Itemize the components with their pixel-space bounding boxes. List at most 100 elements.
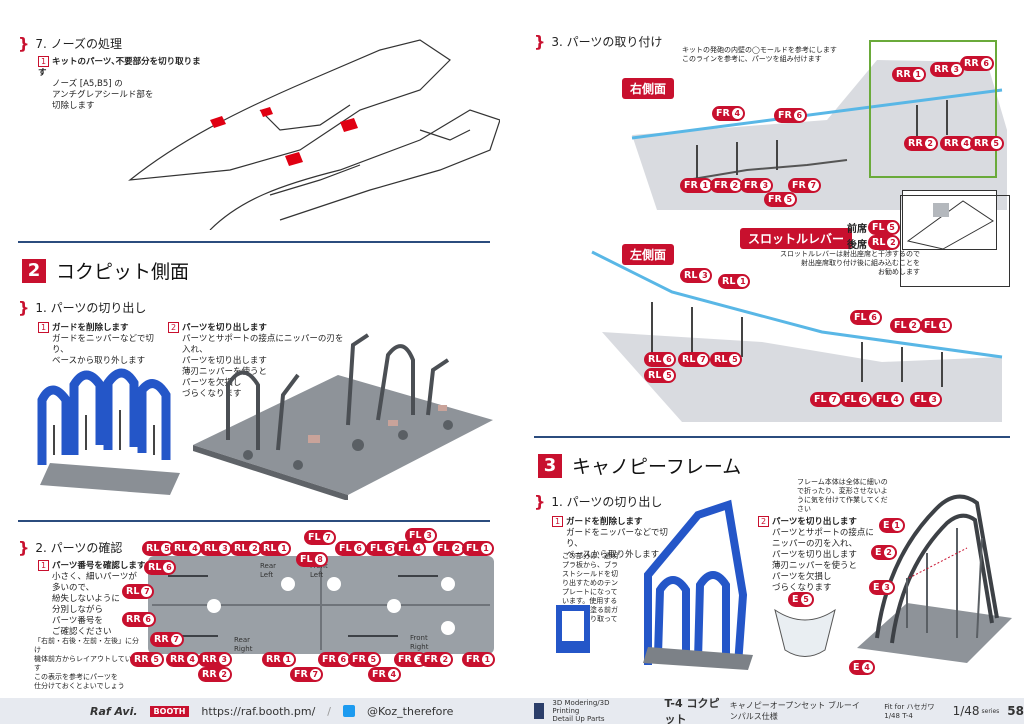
part-tag-prefix: FR [744,180,758,191]
part-tag-prefix: RR [908,138,923,149]
note-lead: ガードを削除します [566,517,643,527]
highlight-box [869,40,997,178]
section2-number: 2 [22,258,46,283]
note-lead: パーツ番号を確認します [52,561,146,571]
step3-heading: } 3. パーツの取り付け [534,32,662,51]
part-tag-prefix: FR [352,654,366,665]
part-tag-prefix: RL [684,270,698,281]
part-tag-number: 4 [960,138,972,149]
part-tag-number: 2 [887,237,899,248]
part-tag-prefix: FR [778,110,792,121]
part-tag-prefix: FL [466,543,479,554]
note-lead: パーツを切り出します [182,323,267,333]
parts-print-image [193,333,493,500]
part-tag-prefix: FR [716,108,730,119]
note-body: パーツとサポートの接点に [772,528,874,538]
section-divider [534,436,1010,438]
section2-title: コクピット側面 [56,261,190,283]
part-tag-prefix: RR [126,614,141,625]
part-tag-number: 2 [451,543,463,554]
part-tag-number: 4 [861,662,873,673]
throttle-label: スロットルレバー [740,228,853,249]
part-tag-prefix: RR [944,138,959,149]
part-tag-prefix: FL [876,394,889,405]
part-tag-number: 2 [729,180,741,191]
note-number: 2 [758,516,769,527]
maker-text: 3D Modering/3D Printing Detail Up Parts [552,699,616,723]
twitter-handle[interactable]: @Koz_therefore [367,704,454,718]
part-tag-number: 5 [886,222,898,233]
part-tag-number: 5 [367,654,379,665]
part-tag-prefix: RL [146,543,160,554]
note-body: ガードをニッパーなどで切り、 [52,334,154,355]
part-tag-prefix: E [853,662,860,673]
part-tag-prefix: FR [372,669,386,680]
note-body: ベースから取り外します [566,550,660,560]
part-tag-number: 5 [161,543,173,554]
label-rear-left: Rear Left [260,562,277,579]
part-tag-number: 2 [218,669,230,680]
part-tag-prefix: RL [648,370,662,381]
part-tag-number: 5 [150,654,162,665]
label-rear-right: Rear Right [234,636,253,653]
part-tag-prefix: RR [934,64,949,75]
part-tag-number: 6 [337,654,349,665]
part-tag-number: 6 [163,562,175,573]
note-body: ご確認ください [52,627,112,637]
part-tag-number: 5 [663,370,675,381]
part-tag-number: 5 [384,543,396,554]
part-tag-number: 6 [793,110,805,121]
throttle-note: スロットルレバーは射出座席と干渉するので 射出座席取り付け後に組み込むことを お… [760,250,920,277]
install-hint: キットの発砲の内壁の◯モールドを参考にします このラインを参考に、パーツを組み付… [682,46,852,64]
note-body: づらくなります [182,389,242,399]
note-small: 機体前方からレイアウトしています [34,655,139,672]
brace-icon: } [534,32,546,51]
windscreen-part-image [774,608,836,657]
frame-note: フレーム本体は全体に細いので折ったり、変形させないように気を付けて作業してくださ… [797,478,888,513]
booth-url[interactable]: https://raf.booth.pm/ [201,704,316,718]
part-tag-number: 6 [868,312,880,323]
brace-icon: } [18,298,30,317]
part-tag-prefix: FL [339,543,352,554]
part-tag-prefix: RL [648,354,662,365]
note-body: ベースから取り外します [52,356,146,366]
check-note-small: 「右前・右後・左前・左後」に分け 機体前方からレイアウトしています この表示を参… [34,637,144,691]
section-divider [18,241,490,243]
part-tag-prefix: FL [300,554,313,565]
note-body: 分別しながら [52,605,104,615]
part-tag-number: 4 [186,654,198,665]
part-tag-number: 1 [891,520,903,531]
part-tag-prefix: FL [854,312,867,323]
label-front-right: Front Right [410,634,429,651]
note-lead: パーツを切り出します [772,517,857,527]
right-side-label: 右側面 [622,78,675,99]
note-small: この表示を参考にパーツを [34,673,118,681]
note-body: ガードをニッパーなどで切り、 [566,528,668,549]
part-tag-number: 5 [800,594,812,605]
part-tag-prefix: FL [409,530,422,541]
part-tag-prefix: FR [684,180,698,191]
part-tag-prefix: E [875,547,882,558]
part-tag-number: 2 [924,138,936,149]
note-line: お勧めします [878,268,920,276]
part-tag-number: 3 [881,582,893,593]
part-tag-number: 7 [697,354,709,365]
note-body: パーツを切り出します [772,550,857,560]
